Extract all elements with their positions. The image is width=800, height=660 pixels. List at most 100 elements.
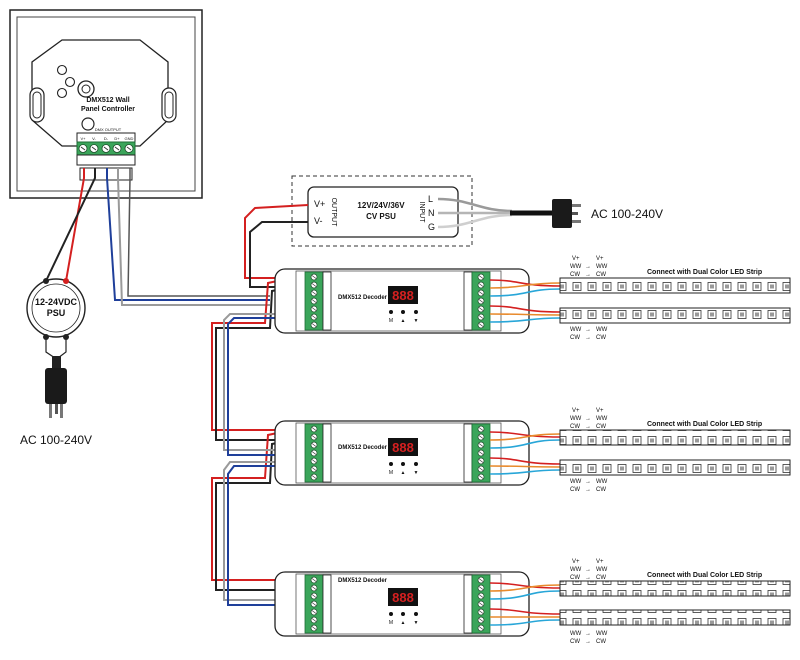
strip-pin-label: V+ xyxy=(572,408,580,414)
terminal-screw-slot xyxy=(311,467,317,471)
terminal-screw-slot xyxy=(478,427,484,431)
terminal-screw-slot xyxy=(311,451,317,455)
strip-pin-label: WW xyxy=(596,479,608,485)
strip-title: Connect with Dual Color LED Strip xyxy=(647,421,762,428)
wall-terminal-label: V+ xyxy=(80,136,86,141)
terminal-screw-slot xyxy=(478,578,484,582)
decoder-button-label: ▲ xyxy=(401,620,406,626)
terminal-screw-slot xyxy=(311,618,317,622)
terminal-screw-slot xyxy=(478,275,484,279)
terminal-screw-slot xyxy=(311,443,317,447)
wall-panel-terminals: V+ V- D- D+ GND xyxy=(80,136,133,141)
led-strip xyxy=(559,609,791,626)
strip-arrow: → xyxy=(585,487,591,493)
strip-pin-label: CW xyxy=(570,272,580,278)
led-strip xyxy=(559,277,791,294)
wall-terminal-label: GND xyxy=(125,136,134,141)
strip-pin-label: WW xyxy=(596,264,608,270)
decoder-display: 888 xyxy=(392,288,414,303)
strip-labels: Connect with Dual Color LED Strip V+ V+ … xyxy=(570,256,762,645)
led-strip-outputs xyxy=(489,277,791,626)
terminal-screw-slot xyxy=(478,291,484,295)
terminal-screw-slot xyxy=(311,315,317,319)
terminal-screws xyxy=(310,273,485,632)
strip-arrow: → xyxy=(585,639,591,645)
wall-terminal-label: V- xyxy=(92,136,96,141)
psu-label-2: PSU xyxy=(47,308,66,318)
cv-psu-L: L xyxy=(428,194,433,204)
terminal-screw-slot xyxy=(478,610,484,614)
strip-pin-label: CW xyxy=(570,639,580,645)
terminal-screw-slot xyxy=(311,307,317,311)
terminal-screw-slot xyxy=(478,626,484,630)
terminal-screw-slot xyxy=(311,602,317,606)
cv-psu-G: G xyxy=(428,222,435,232)
strip-arrow: → xyxy=(585,631,591,637)
wall-terminal-label: D- xyxy=(104,136,109,141)
decoder-title: DMX512 Decoder xyxy=(338,445,388,451)
strip-arrow: → xyxy=(585,479,591,485)
terminal-screw-slot xyxy=(478,283,484,287)
terminal-screw-slot xyxy=(478,618,484,622)
wall-panel-controller: DMX512 Wall Panel Controller DMX OUTPUT … xyxy=(9,9,203,199)
strip-pin-label: WW xyxy=(596,416,608,422)
terminal-screw-slot xyxy=(311,435,317,439)
terminal-screw-slot xyxy=(478,299,484,303)
decoder-title: DMX512 Decoder xyxy=(338,295,388,301)
strip-pin-label: CW xyxy=(570,487,580,493)
terminal-screw-slot xyxy=(311,283,317,287)
decoder-display: 888 xyxy=(392,590,414,605)
strip-arrow: → xyxy=(585,416,591,422)
strip-pin-label: WW xyxy=(570,416,582,422)
strip-title: Connect with Dual Color LED Strip xyxy=(647,572,762,579)
strip-arrow: → xyxy=(585,335,591,341)
strip-title: Connect with Dual Color LED Strip xyxy=(647,269,762,276)
cv-psu-output-label: OUTPUT xyxy=(330,198,337,228)
strip-pin-label: CW xyxy=(596,424,606,430)
led-strip xyxy=(559,459,791,476)
terminal-screw-slot xyxy=(311,299,317,303)
strip-pin-label: WW xyxy=(596,631,608,637)
cv-psu-N: N xyxy=(428,208,435,218)
strip-pin-label: V+ xyxy=(596,256,604,262)
strip-pin-label: V+ xyxy=(572,256,580,262)
wall-panel-output-label: DMX OUTPUT xyxy=(95,127,122,132)
strip-pin-label: V+ xyxy=(572,559,580,565)
psu-12-24vdc: 12-24VDC PSU xyxy=(26,278,86,340)
strip-arrow: → xyxy=(585,567,591,573)
cv-psu: V+ V- OUTPUT 12V/24V/36V CV PSU INPUT L … xyxy=(291,175,663,247)
wall-panel-label-2: Panel Controller xyxy=(81,106,135,113)
terminal-screw-slot xyxy=(478,323,484,327)
strip-pin-label: WW xyxy=(596,327,608,333)
terminal-screw-slot xyxy=(478,451,484,455)
strip-arrow: → xyxy=(585,424,591,430)
cv-psu-vminus: V- xyxy=(314,216,323,226)
strip-arrow: → xyxy=(585,575,591,581)
led-strip xyxy=(559,429,791,446)
terminal-screw-slot xyxy=(478,586,484,590)
decoder-3-body: DMX512 Decoder 888 M ▲ ▼ xyxy=(304,574,491,634)
strip-pin-label: CW xyxy=(596,487,606,493)
terminal-screw-slot xyxy=(478,307,484,311)
terminal-screw-slot xyxy=(311,291,317,295)
psu-label-1: 12-24VDC xyxy=(35,297,78,307)
decoder-button-label: M xyxy=(389,620,393,626)
cv-psu-title-1: 12V/24V/36V xyxy=(357,201,405,210)
strip-pin-label: CW xyxy=(596,575,606,581)
strip-arrow: → xyxy=(585,272,591,278)
psu-ac-label: AC 100-240V xyxy=(20,433,92,447)
strip-pin-label: CW xyxy=(570,575,580,581)
terminal-screw-slot xyxy=(478,459,484,463)
led-strip xyxy=(559,580,791,597)
terminal-screw-slot xyxy=(311,626,317,630)
strip-pin-label: WW xyxy=(570,264,582,270)
decoder-button-label: M xyxy=(389,318,393,324)
terminal-screw-slot xyxy=(478,315,484,319)
terminal-screw-slot xyxy=(478,602,484,606)
terminal-screw-slot xyxy=(311,323,317,327)
terminal-screw-slot xyxy=(311,594,317,598)
strip-pin-label: WW xyxy=(570,327,582,333)
strip-pin-label: WW xyxy=(570,567,582,573)
strip-pin-label: V+ xyxy=(596,408,604,414)
